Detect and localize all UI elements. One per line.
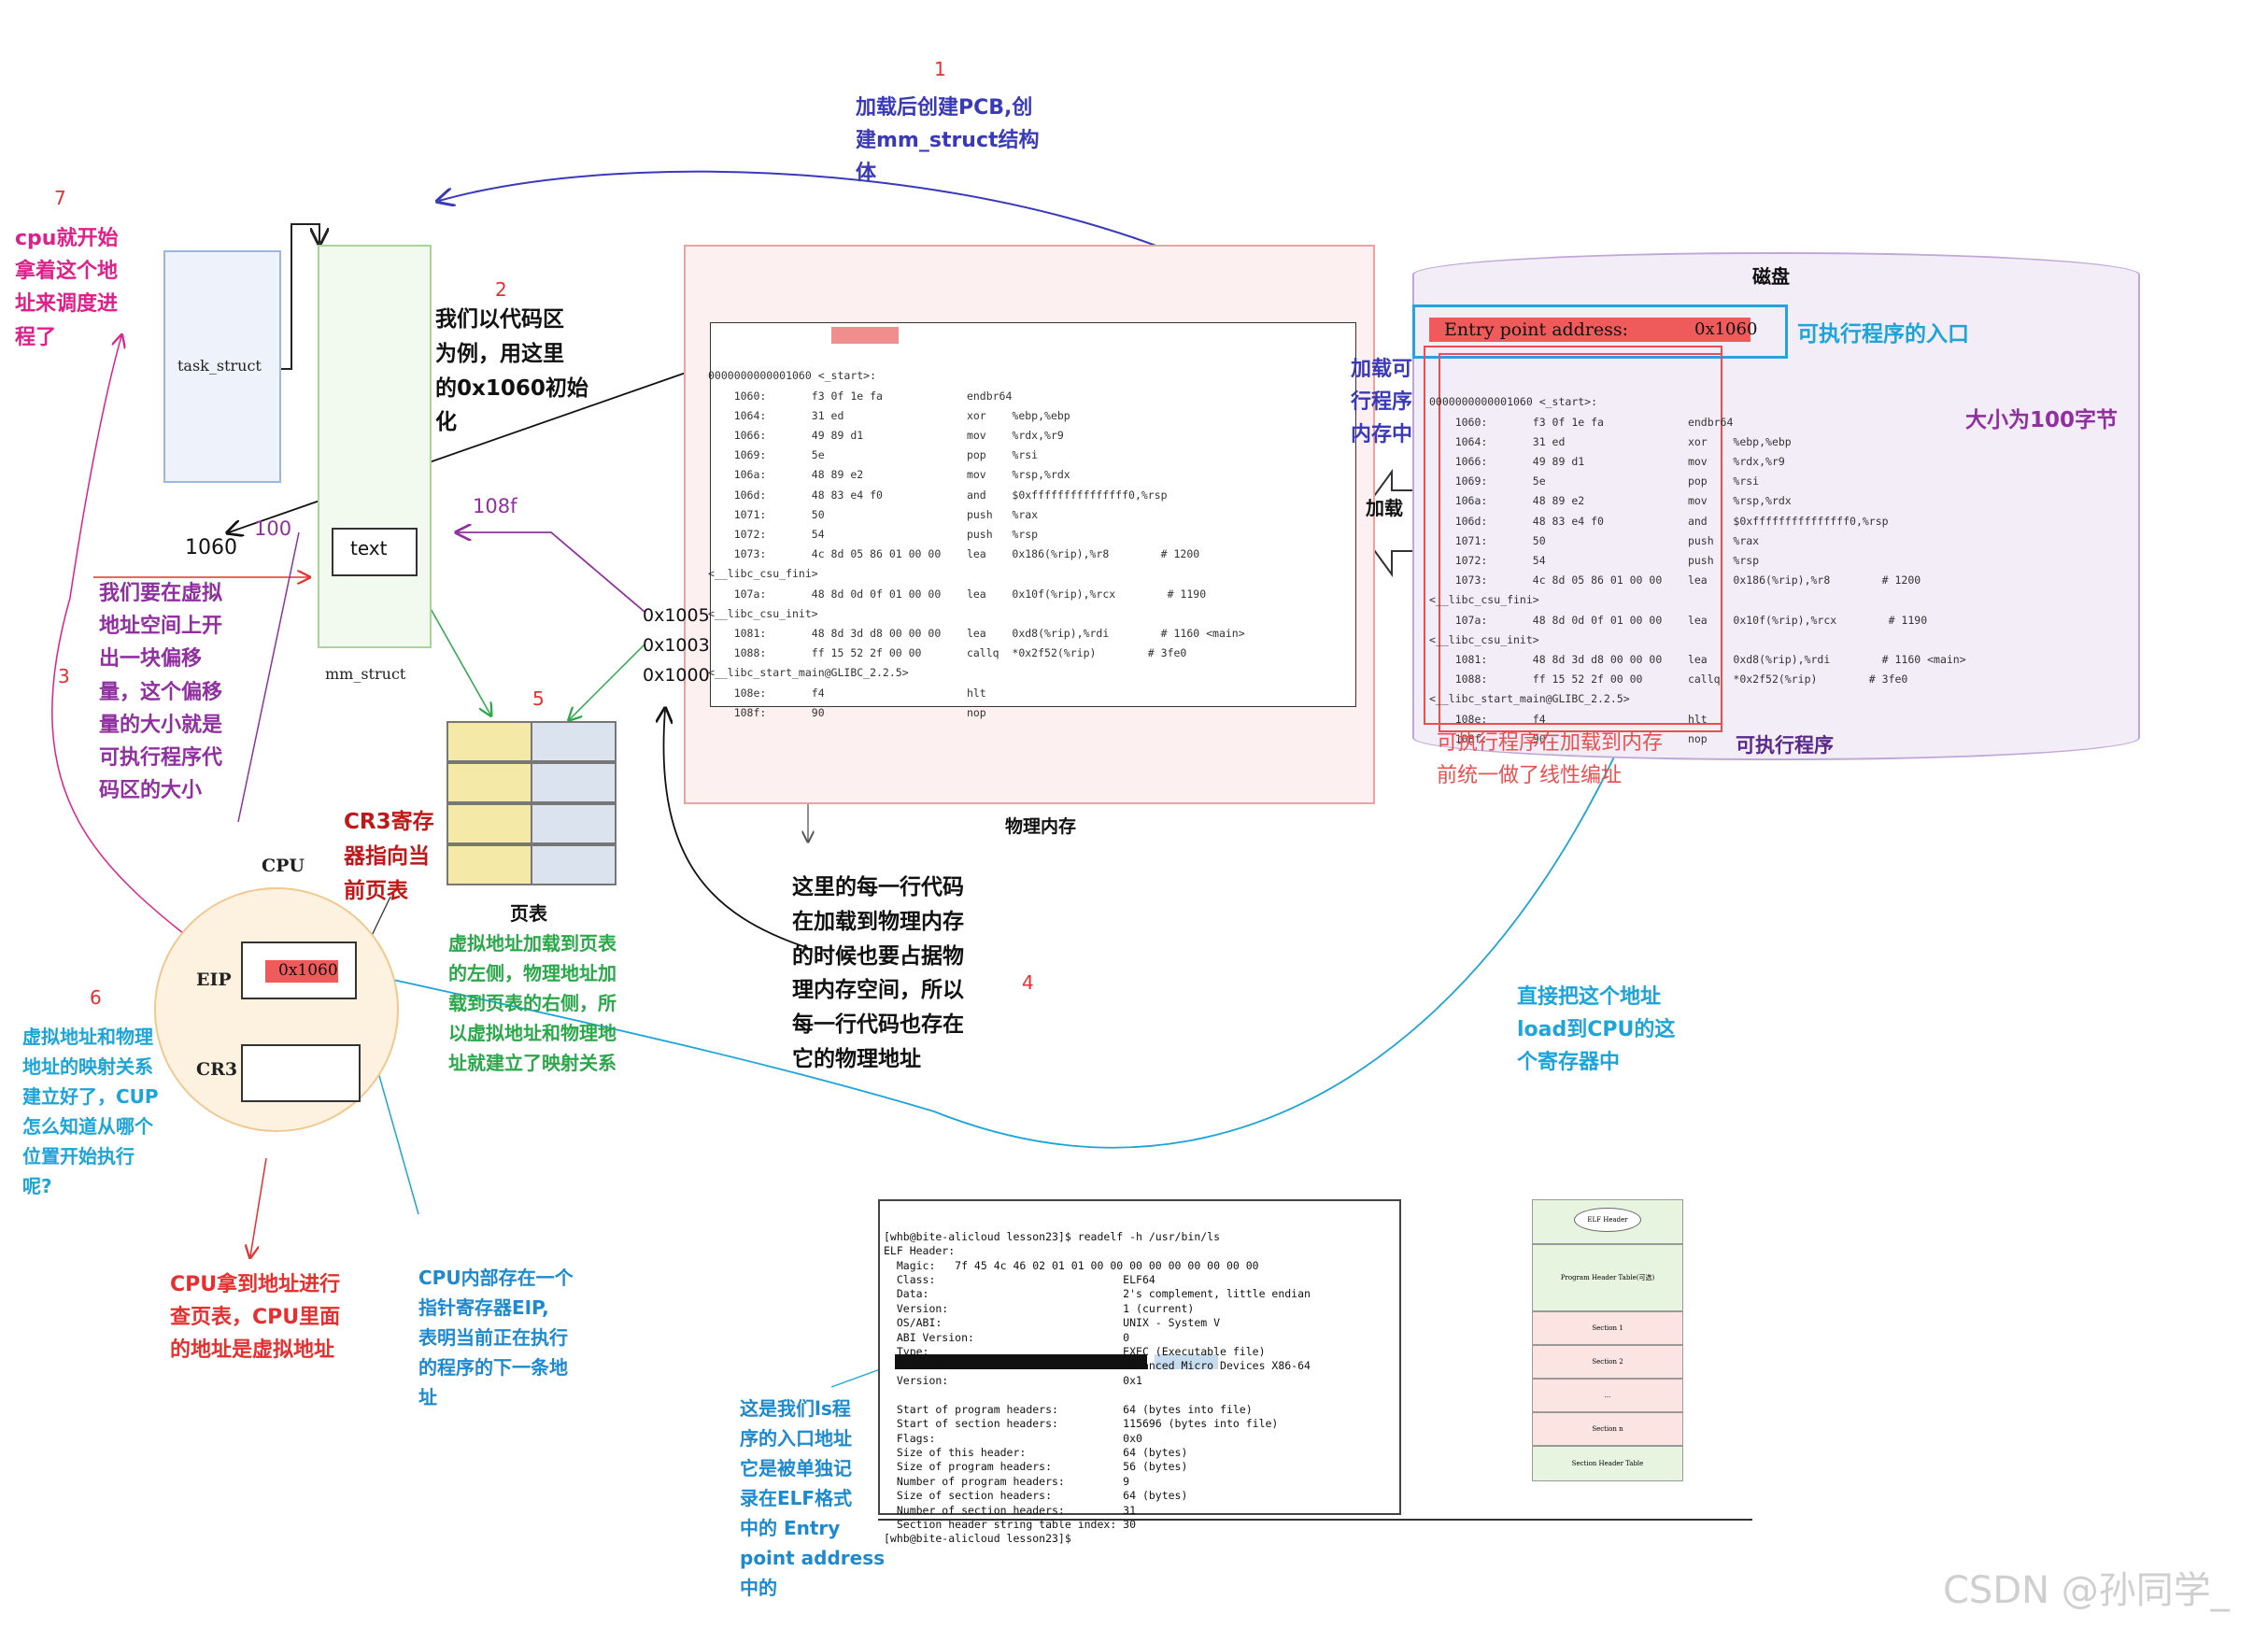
step4-number: 4 [1022,971,1034,994]
cr3-note: CR3寄存器指向当前页表 [344,810,434,903]
eip-value: 0x1060 [278,961,338,980]
step7-text: cpu就开始拿着这个地址来调度进程了 [15,227,119,349]
step1-number: 1 [934,58,946,80]
phys-address-1000: 0x1000 [643,665,710,686]
line-offset-100 [237,531,300,823]
entry-point-value-highlight [1155,1354,1218,1369]
line-readelf-entry [830,1367,884,1388]
entry-point-highlight [1429,318,1751,342]
mm-struct-box [318,245,432,648]
page-table-cell [531,803,617,844]
step5-text: 虚拟地址加载到页表的左侧，物理地址加载到页表的右侧，所以虚拟地址和物理地址就建立… [448,932,617,1074]
arrow-init-1060 [229,363,711,532]
offset-100-label: 100 [254,517,292,540]
step7-number: 7 [54,187,66,209]
page-table [447,721,620,889]
page-table-cell [531,844,617,885]
linear-address-note: 可执行程序在加载到内存前统一做了线性编址 [1437,731,1664,788]
section-header-table-block: Section Header Table [1532,1446,1683,1481]
disk-code-lines: 0000000000001060 <_start>: 1060: f3 0f 1… [1429,395,1966,745]
eip-value-highlight [265,960,338,983]
section-n-block: Section n [1532,1412,1683,1446]
entry-point-box [1412,304,1788,359]
step3-text: 我们要在虚拟地址空间上开出一块偏移量，这个偏移量的大小就是可执行程序代码区的大小 [99,582,223,803]
step4-text: 这里的每一行代码在加载到物理内存的时候也要占据物理内存空间，所以每一行代码也存在… [792,875,964,1071]
phys-address-1003: 0x1003 [643,635,710,656]
program-header-block: Program Header Table(可选) [1532,1244,1683,1311]
text-segment-label: text [350,537,388,559]
step3-number: 3 [58,665,70,687]
step1-text: 加载后创建PCB,创建mm_struct结构体 [856,96,1040,186]
arrow-phys-addr [663,710,809,949]
entry-point-row-highlight [895,1354,1147,1369]
elf-header-block: ELF Header [1532,1199,1683,1244]
phys-address-1005: 0x1005 [643,605,710,626]
page-table-cell [447,803,532,844]
step6-number: 6 [90,986,102,1009]
arrow-phys-to-pagetable [570,644,645,719]
physical-memory-label: 物理内存 [1005,816,1077,837]
arrow-cpu-schedule [51,336,239,977]
entry-note: 可执行程序的入口 [1797,322,1969,347]
task-struct-label: task_struct [177,357,262,375]
eip-label: EIP [196,970,232,990]
terminal-baseline [878,1519,1752,1521]
memory-code-listing [710,322,1356,707]
step2-number: 2 [495,278,507,301]
watermark: CSDN @孙同学_ [1943,1569,2230,1612]
page-table-cell [447,721,532,762]
cr3-label: CR3 [196,1059,238,1080]
cpu-fetch-note: CPU拿到地址进行查页表，CPU里面的地址是虚拟地址 [170,1273,341,1363]
section-2-block: Section 2 [1532,1345,1683,1379]
entry-point-label: Entry point address: [1444,319,1629,340]
size-note: 大小为100字节 [1965,408,2119,432]
page-table-cell [447,844,532,885]
memory-highlight-start [831,327,899,344]
addr-1060-label: 1060 [185,536,237,559]
page-table-cell [531,762,617,803]
memory-code-lines: 0000000000001060 <_start>: 1060: f3 0f 1… [708,369,1245,719]
offset-108f-label: 108f [473,495,517,517]
task-struct-box [163,250,281,483]
disk-code-frame-inner [1439,353,1722,732]
arrow-108f [458,532,645,613]
load-label: 加载 [1366,497,1403,519]
section-1-block: Section 1 [1532,1311,1683,1345]
step5-number: 5 [532,687,545,710]
arrow-load-cpu [355,373,1734,1149]
section-ellipsis-block: ... [1532,1379,1683,1412]
arrow-virt-to-pagetable [429,606,490,715]
mm-struct-label: mm_struct [325,665,406,683]
cpu-label: CPU [262,856,305,876]
step2-text: 我们以代码区为例，用这里的0x1060初始化 [435,307,588,435]
elf-layout: ELF Header Program Header Table(可选) Sect… [1532,1199,1685,1481]
eip-note: CPU内部存在一个指针寄存器EIP,表明当前正在执行的程序的下一条地址 [418,1267,574,1409]
arrow-task-to-mm [280,223,319,370]
entry-point-value: 0x1060 [1694,319,1758,339]
exe-program-label: 可执行程序 [1736,734,1834,757]
page-table-cell [531,721,617,762]
readelf-output: [whb@bite-alicloud lesson23]$ readelf -h… [884,1229,1311,1546]
text-segment-box [332,528,418,576]
page-table-label: 页表 [510,902,547,925]
cr3-register [241,1044,361,1102]
arrow-cpu-fetch [250,1157,267,1256]
page-table-cell [447,762,532,803]
disk-label: 磁盘 [1752,265,1790,288]
